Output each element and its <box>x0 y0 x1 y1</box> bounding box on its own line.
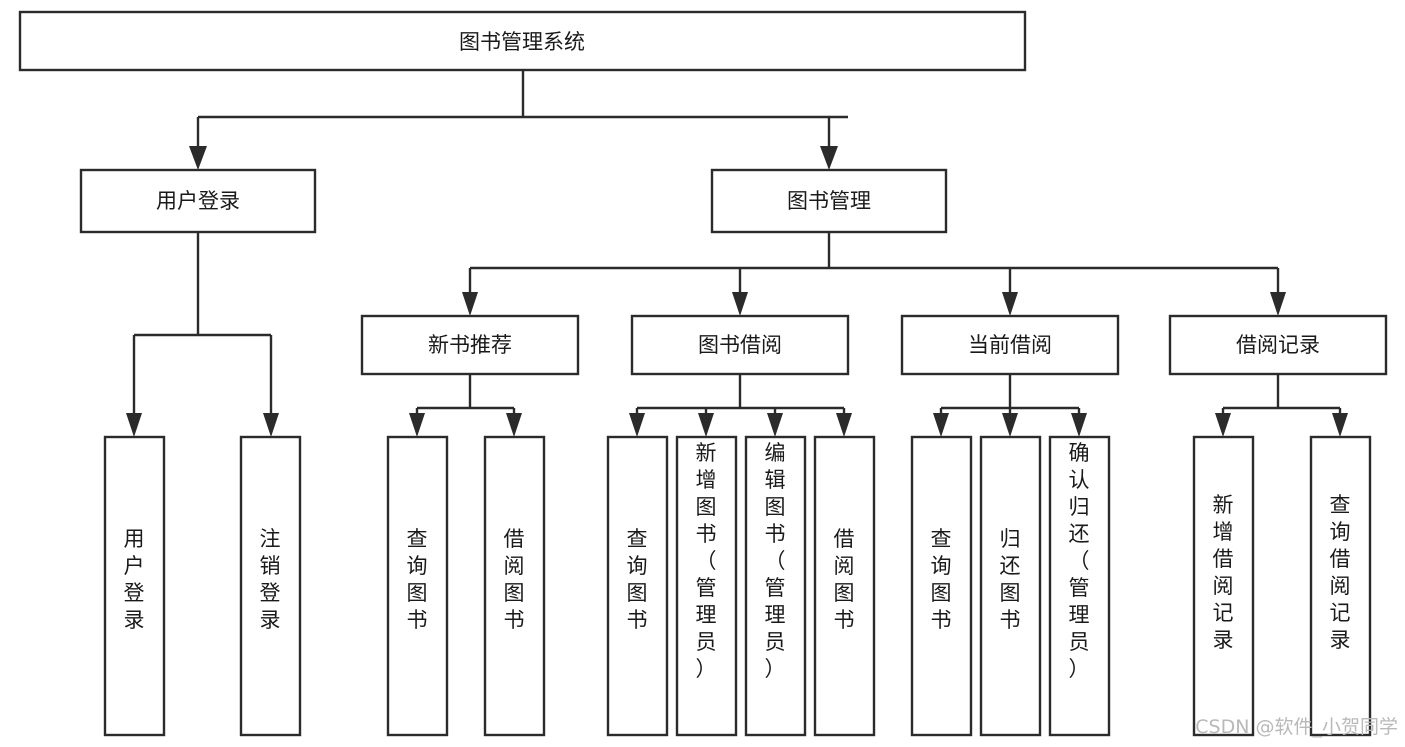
arrow-to-book-mgmt <box>820 146 838 170</box>
leaf-label-borrowrecord-add: 新增借阅记录 <box>1213 493 1234 652</box>
node-box-current-borrow <box>900 314 1120 376</box>
leaf-bookborrow-borrow[interactable]: 借阅图书 <box>813 435 876 737</box>
arrow-userlogin-leaf-2 <box>263 413 279 437</box>
leaf-newbook-borrow[interactable]: 借阅图书 <box>483 435 546 737</box>
leaf-currentborrow-confirm[interactable]: 确认归还（管理员） <box>1048 435 1111 737</box>
arrow-borrowrecord-leaf-1 <box>1215 413 1231 437</box>
leaf-label-currentborrow-query: 查询图书 <box>931 527 952 632</box>
leaf-box-currentborrow-confirm <box>1048 435 1111 737</box>
node-box-book-management <box>710 168 948 234</box>
node-current-borrow[interactable]: 当前借阅 <box>900 314 1120 376</box>
arrow-newbook-leaf-2 <box>506 413 522 437</box>
leaf-label-bookborrow-query: 查询图书 <box>627 527 648 632</box>
node-label-book-borrow: 图书借阅 <box>698 333 782 357</box>
leaf-bookborrow-edit[interactable]: 编辑图书（管理员） <box>744 435 807 737</box>
leaf-label-bookborrow-add: 新增图书（管理员） <box>696 441 717 681</box>
leaf-box-bookborrow-add <box>675 435 738 737</box>
arrow-borrowrecord-leaf-2 <box>1332 413 1348 437</box>
node-root-book-management-system[interactable]: 图书管理系统 <box>18 10 1027 72</box>
leaf-box-user-login-logout <box>239 435 302 737</box>
leaf-label-newbook-query: 查询图书 <box>407 527 428 632</box>
arrow-currentborrow-leaf-3 <box>1071 413 1087 437</box>
node-label-root: 图书管理系统 <box>459 30 585 54</box>
leaf-box-borrowrecord-add <box>1192 435 1255 737</box>
node-new-book-recommend[interactable]: 新书推荐 <box>360 314 580 376</box>
leaf-label-currentborrow-return: 归还图书 <box>1000 527 1021 632</box>
leaf-label-currentborrow-confirm: 确认归还（管理员） <box>1069 441 1090 681</box>
arrow-bookborrow-leaf-4 <box>836 413 852 437</box>
node-box-root <box>18 10 1027 72</box>
leaf-label-user-login-logout: 注销登录 <box>260 527 281 632</box>
leaf-user-login-login[interactable]: 用户登录 <box>103 435 166 737</box>
leaf-borrowrecord-query[interactable]: 查询借阅记录 <box>1309 435 1372 737</box>
arrow-to-book-borrow <box>732 292 748 316</box>
arrow-bookborrow-leaf-3 <box>767 413 783 437</box>
arrow-currentborrow-leaf-2 <box>1002 413 1018 437</box>
leaf-bookborrow-add[interactable]: 新增图书（管理员） <box>675 435 738 737</box>
leaf-user-login-logout[interactable]: 注销登录 <box>239 435 302 737</box>
leaf-label-borrowrecord-query: 查询借阅记录 <box>1330 493 1351 652</box>
arrow-bookborrow-leaf-1 <box>629 413 645 437</box>
leaf-newbook-query[interactable]: 查询图书 <box>386 435 449 737</box>
arrow-to-new-book-rec <box>462 292 478 316</box>
csdn-watermark: CSDN @软件_小贺同学 <box>1195 716 1398 738</box>
node-box-user-login <box>79 168 317 234</box>
leaf-label-bookborrow-edit: 编辑图书（管理员） <box>765 441 786 681</box>
leaf-box-currentborrow-return <box>979 435 1042 737</box>
leaf-box-borrowrecord-query <box>1309 435 1372 737</box>
leaf-box-bookborrow-edit <box>744 435 807 737</box>
arrow-to-borrow-record <box>1270 292 1286 316</box>
leaf-box-bookborrow-borrow <box>813 435 876 737</box>
connector-layer <box>126 70 1348 437</box>
node-label-new-book-recommend: 新书推荐 <box>428 333 512 357</box>
node-borrow-record[interactable]: 借阅记录 <box>1168 314 1388 376</box>
leaf-bookborrow-query[interactable]: 查询图书 <box>606 435 669 737</box>
leaf-box-bookborrow-query <box>606 435 669 737</box>
leaf-box-currentborrow-query <box>910 435 973 737</box>
leaf-currentborrow-return[interactable]: 归还图书 <box>979 435 1042 737</box>
node-label-borrow-record: 借阅记录 <box>1236 333 1320 357</box>
arrow-currentborrow-leaf-1 <box>933 413 949 437</box>
leaf-label-newbook-borrow: 借阅图书 <box>504 527 525 632</box>
arrow-bookborrow-leaf-2 <box>698 413 714 437</box>
arrow-userlogin-leaf-1 <box>126 413 142 437</box>
node-user-login[interactable]: 用户登录 <box>79 168 317 234</box>
node-label-current-borrow: 当前借阅 <box>968 333 1052 357</box>
arrow-newbook-leaf-1 <box>409 413 425 437</box>
node-book-management[interactable]: 图书管理 <box>710 168 948 234</box>
leaf-label-user-login-login: 用户登录 <box>124 527 145 632</box>
node-label-user-login: 用户登录 <box>156 189 240 213</box>
leaf-label-bookborrow-borrow: 借阅图书 <box>834 527 855 632</box>
leaf-box-user-login-login <box>103 435 166 737</box>
node-label-book-management: 图书管理 <box>787 189 871 213</box>
leaf-currentborrow-query[interactable]: 查询图书 <box>910 435 973 737</box>
arrow-to-user-login <box>189 146 207 170</box>
arrow-to-current-borrow <box>1002 292 1018 316</box>
node-book-borrow[interactable]: 图书借阅 <box>630 314 850 376</box>
node-box-new-book-recommend <box>360 314 580 376</box>
node-box-borrow-record <box>1168 314 1388 376</box>
leaf-box-newbook-query <box>386 435 449 737</box>
leaf-borrowrecord-add[interactable]: 新增借阅记录 <box>1192 435 1255 737</box>
node-box-book-borrow <box>630 314 850 376</box>
leaf-box-newbook-borrow <box>483 435 546 737</box>
